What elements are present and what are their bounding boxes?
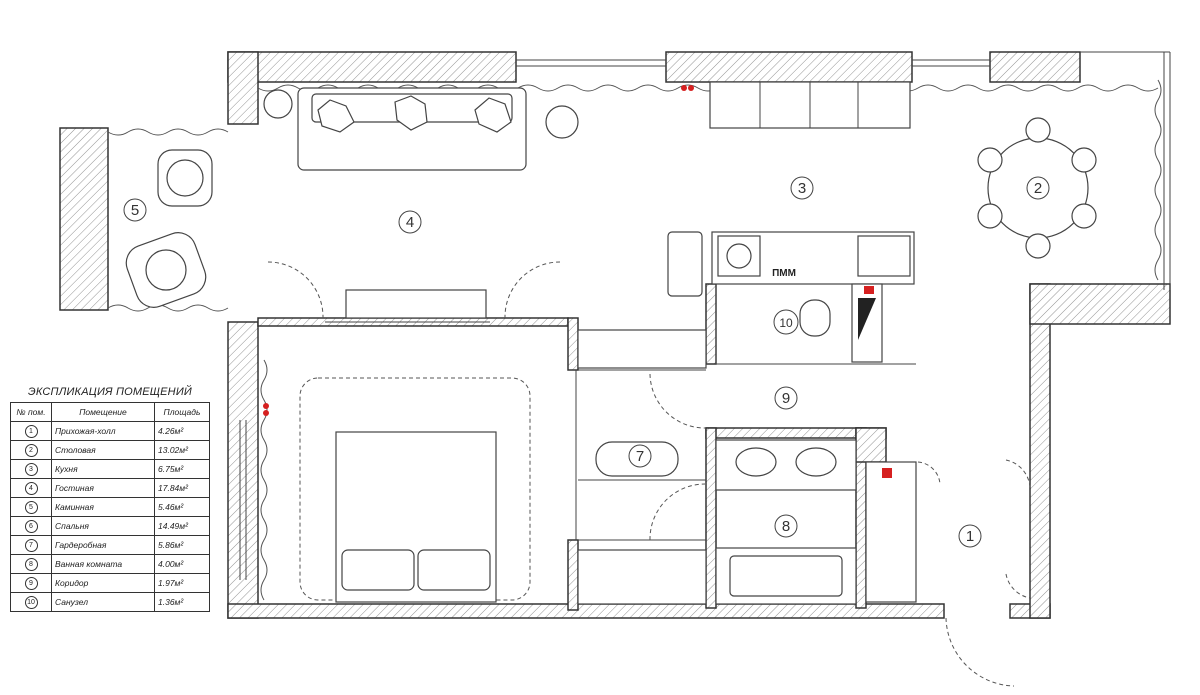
room-label-2: 2: [1034, 180, 1042, 197]
fireplace-chairs: [125, 149, 213, 308]
wall-top-right: [989, 51, 1081, 83]
accent-marks: [263, 85, 694, 416]
room-num: 1: [24, 424, 38, 438]
room-area: 1.36м²: [154, 592, 210, 612]
interior-walls: [257, 283, 916, 611]
room-label-8: 8: [782, 518, 790, 535]
room-name: Гардеробная: [51, 535, 155, 555]
wall-top-left: [227, 51, 517, 83]
room-num-cell: 6: [10, 516, 52, 536]
bathroom-fixtures: [595, 299, 917, 605]
wall-top-mid: [665, 51, 913, 83]
bed: [299, 377, 531, 603]
header-area: Площадь: [154, 402, 210, 422]
room-schedule-header-row: № пом. Помещение Площадь: [10, 402, 210, 422]
room-area: 1.97м²: [154, 573, 210, 593]
room-num-cell: 8: [10, 554, 52, 574]
walls: [59, 51, 1171, 619]
room-name: Ванная комната: [51, 554, 155, 574]
room-area: 4.26м²: [154, 421, 210, 441]
tv-unit: [345, 289, 487, 319]
wall-top-pillar: [227, 51, 259, 125]
room-num-cell: 4: [10, 478, 52, 498]
room-schedule: ЭКСПЛИКАЦИЯ ПОМЕЩЕНИЙ № пом. Помещение П…: [10, 386, 210, 612]
room-num-cell: 9: [10, 573, 52, 593]
curtains: [107, 79, 1162, 601]
room-num: 9: [24, 576, 38, 590]
room-area: 17.84м²: [154, 478, 210, 498]
wall-bottom: [227, 603, 945, 619]
kitchen: [667, 81, 915, 363]
room-labels: 1 2 3 4 5 7 8 9 10 ПММ: [123, 176, 1050, 548]
room-area: 14.49м²: [154, 516, 210, 536]
room-num: 3: [24, 462, 38, 476]
kitchen-appliance-label: ПММ: [772, 268, 796, 279]
room-label-3: 3: [798, 180, 806, 197]
room-area: 5.86м²: [154, 535, 210, 555]
room-name: Спальня: [51, 516, 155, 536]
room-schedule-title: ЭКСПЛИКАЦИЯ ПОМЕЩЕНИЙ: [28, 386, 192, 398]
room-num: 2: [24, 443, 38, 457]
room-num: 8: [24, 557, 38, 571]
side-table-left: [263, 89, 293, 119]
header-num: № пом.: [10, 402, 52, 422]
room-name: Коридор: [51, 573, 155, 593]
room-num: 6: [24, 519, 38, 533]
room-num-cell: 7: [10, 535, 52, 555]
room-name: Столовая: [51, 440, 155, 460]
room-area: 13.02м²: [154, 440, 210, 460]
room-name: Кухня: [51, 459, 155, 479]
room-area: 4.00м²: [154, 554, 210, 574]
room-area: 6.75м²: [154, 459, 210, 479]
room-label-10: 10: [779, 316, 793, 330]
wardrobes: [577, 329, 707, 605]
room-label-4: 4: [406, 214, 414, 231]
room-name: Каминная: [51, 497, 155, 517]
room-num: 5: [24, 500, 38, 514]
side-table-right: [545, 105, 579, 139]
room-num-cell: 1: [10, 421, 52, 441]
room-num-cell: 10: [10, 592, 52, 612]
wall-fireplace-left: [59, 127, 109, 311]
dining-table: [977, 117, 1097, 259]
sofa: [297, 87, 527, 171]
doors: [267, 261, 1031, 687]
header-room: Помещение: [51, 402, 155, 422]
room-num-cell: 2: [10, 440, 52, 460]
room-area: 5.46м²: [154, 497, 210, 517]
room-num: 4: [24, 481, 38, 495]
room-label-1: 1: [966, 528, 974, 545]
room-label-9: 9: [782, 390, 790, 407]
room-num-cell: 5: [10, 497, 52, 517]
room-label-7: 7: [636, 448, 644, 465]
wall-right-lower: [1029, 283, 1051, 619]
room-name: Гостиная: [51, 478, 155, 498]
room-num-cell: 3: [10, 459, 52, 479]
wall-left-lower: [227, 321, 259, 619]
wall-right-step: [1029, 283, 1171, 325]
room-name: Санузел: [51, 592, 155, 612]
windows: [239, 51, 1171, 580]
room-num: 7: [24, 538, 38, 552]
room-label-5: 5: [131, 202, 139, 219]
room-name: Прихожая-холл: [51, 421, 155, 441]
room-num: 10: [24, 595, 38, 609]
